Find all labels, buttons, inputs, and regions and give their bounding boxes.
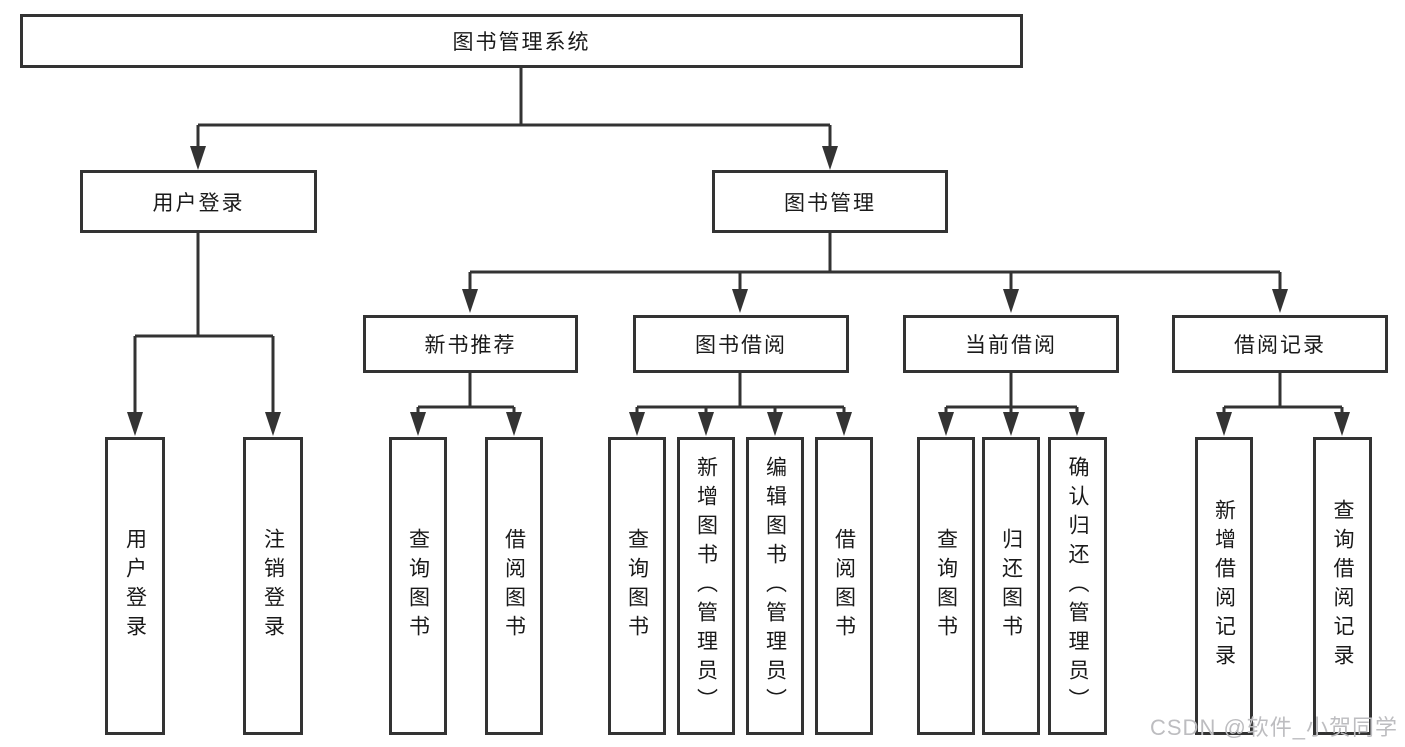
- node-book-borrow: 图书借阅: [633, 315, 849, 373]
- node-user-login: 用户登录: [80, 170, 317, 233]
- connector-borrow-record-branch: [1216, 373, 1350, 436]
- leaf-logout: 注销登录: [243, 437, 303, 735]
- leaf-edit-book-admin: 编辑图书（管理员）: [746, 437, 804, 735]
- leaf-add-borrow-record: 新增借阅记录: [1195, 437, 1253, 735]
- node-new-book-recommend: 新书推荐: [363, 315, 578, 373]
- leaf-add-book-admin: 新增图书（管理员）: [677, 437, 735, 735]
- leaf-search-book-recommend: 查询图书: [389, 437, 447, 735]
- node-borrow-record: 借阅记录: [1172, 315, 1388, 373]
- leaf-search-borrow-record: 查询借阅记录: [1313, 437, 1372, 735]
- leaf-confirm-return-admin: 确认归还（管理员）: [1048, 437, 1107, 735]
- leaf-search-book-borrow: 查询图书: [608, 437, 666, 735]
- leaf-user-login: 用户登录: [105, 437, 165, 735]
- connector-user-login-branch: [127, 233, 281, 436]
- leaf-borrow-book-recommend: 借阅图书: [485, 437, 543, 735]
- node-root-system: 图书管理系统: [20, 14, 1023, 68]
- node-current-borrow: 当前借阅: [903, 315, 1119, 373]
- connector-book-borrow-branch: [629, 373, 852, 436]
- connector-root-to-level2: [190, 68, 838, 170]
- node-book-management: 图书管理: [712, 170, 948, 233]
- connector-current-borrow-branch: [938, 373, 1085, 436]
- connector-new-book-branch: [410, 373, 522, 436]
- connector-book-mgmt-to-level3: [462, 233, 1288, 313]
- leaf-borrow-book: 借阅图书: [815, 437, 873, 735]
- leaf-search-book-current: 查询图书: [917, 437, 975, 735]
- leaf-return-book: 归还图书: [982, 437, 1040, 735]
- csdn-watermark: CSDN @软件_小贺同学: [1150, 715, 1399, 740]
